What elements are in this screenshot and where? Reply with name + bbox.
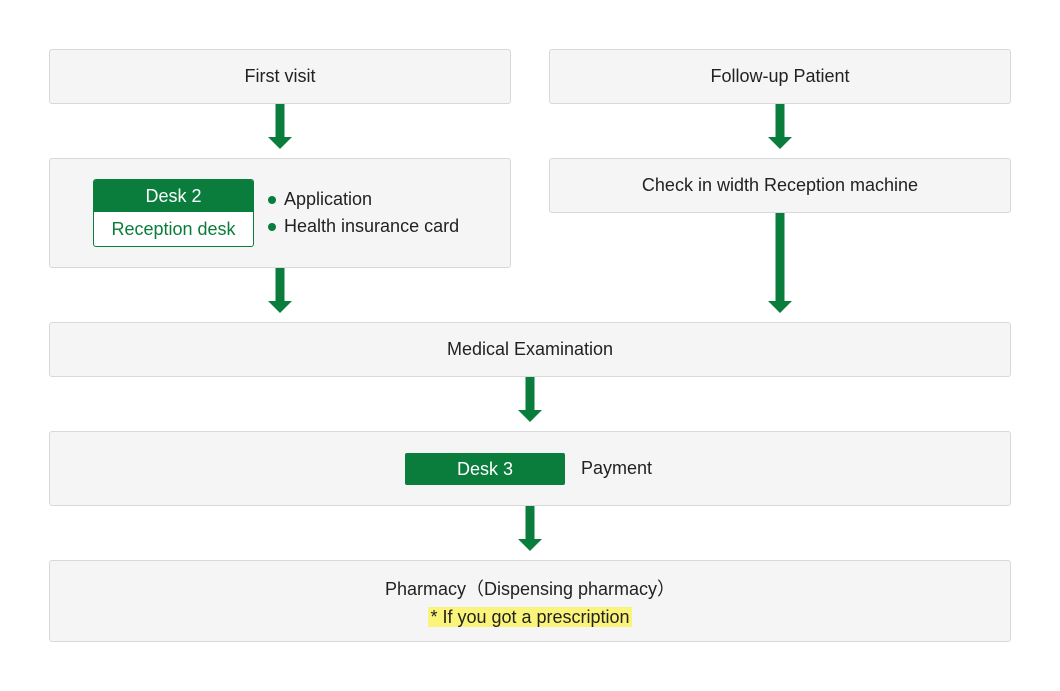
arrow-down-icon [768, 104, 792, 149]
first-visit-box: First visit [49, 49, 511, 104]
desk-2-card: Desk 2 Reception desk [93, 179, 254, 247]
arrow-down-icon [518, 506, 542, 551]
payment-box: Desk 3 Payment [49, 431, 1011, 506]
bullet-icon [268, 195, 276, 204]
prescription-note: * If you got a prescription [428, 607, 632, 627]
pharmacy-box: Pharmacy（Dispensing pharmacy） * If you g… [49, 560, 1011, 642]
desk-2-label: Desk 2 [94, 180, 253, 212]
arrow-down-icon [768, 213, 792, 313]
first-visit-label: First visit [244, 66, 316, 86]
check-in-label: Check in width Reception machine [641, 175, 919, 195]
item-label: Application [284, 189, 373, 209]
medical-exam-label: Medical Examination [446, 339, 614, 359]
list-item: Health insurance card [268, 213, 459, 240]
arrow-down-icon [518, 377, 542, 422]
arrow-down-icon [268, 268, 292, 313]
desk-3-badge: Desk 3 [405, 453, 565, 485]
list-item: Application [268, 186, 459, 213]
medical-exam-box: Medical Examination [49, 322, 1011, 377]
item-label: Health insurance card [284, 216, 460, 236]
arrow-down-icon [268, 104, 292, 149]
reception-box: Desk 2 Reception desk Application Health… [49, 158, 511, 268]
check-in-box: Check in width Reception machine [549, 158, 1011, 213]
payment-label: Payment [581, 458, 653, 478]
bullet-icon [268, 222, 276, 231]
follow-up-label: Follow-up Patient [710, 66, 850, 86]
required-items-list: Application Health insurance card [268, 186, 459, 240]
pharmacy-label: Pharmacy（Dispensing pharmacy） [384, 579, 676, 599]
follow-up-box: Follow-up Patient [549, 49, 1011, 104]
reception-desk-label: Reception desk [111, 218, 236, 239]
